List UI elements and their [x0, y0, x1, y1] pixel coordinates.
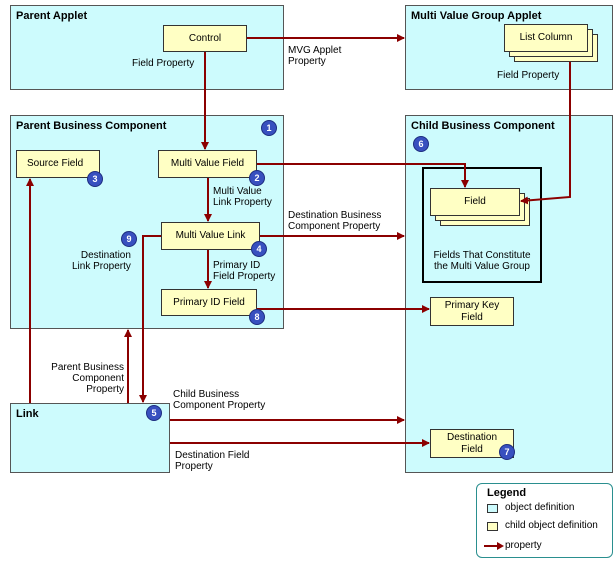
multi-value-field-box: Multi Value Field [158, 150, 257, 178]
primary-key-field-box: Primary Key Field [430, 297, 514, 326]
fields-group-frame [422, 167, 542, 283]
legend-property: property [505, 540, 542, 551]
link-box: Link [10, 403, 170, 473]
child-business-component-box: Child Business Component [405, 115, 613, 473]
parent-business-component-title: Parent Business Component [16, 120, 167, 132]
badge-8: 8 [249, 309, 265, 325]
primary-id-field-box: Primary ID Field [161, 289, 257, 316]
list-column-box: List Column [504, 24, 588, 52]
legend-child-swatch [487, 522, 498, 531]
destination-field-box: Destination Field [430, 429, 514, 458]
legend-child-object-definition: child object definition [505, 520, 598, 531]
badge-6: 6 [413, 136, 429, 152]
mvg-applet-title: Multi Value Group Applet [411, 10, 542, 22]
arrow-mvl-to-link [139, 235, 161, 403]
legend-title: Legend [487, 487, 527, 499]
badge-4: 4 [251, 241, 267, 257]
label-parent-bc-property: Parent Business Component Property [51, 362, 124, 395]
label-fields-constitute: Fields That Constitute the Multi Value G… [433, 250, 531, 272]
badge-3: 3 [87, 171, 103, 187]
label-field-property-right: Field Property [497, 70, 560, 81]
label-destination-bc-property: Destination Business Component Property [288, 210, 382, 232]
control-box: Control [163, 25, 247, 52]
badge-2: 2 [249, 170, 265, 186]
legend-object-swatch [487, 504, 498, 513]
label-destination-field-property: Destination Field Property [175, 450, 250, 472]
arrow-mvf-to-field [257, 163, 469, 188]
badge-5: 5 [146, 405, 162, 421]
label-destination-link-property: Destination Link Property [72, 250, 131, 272]
label-mvg-applet-property: MVG Applet Property [288, 45, 342, 67]
parent-applet-title: Parent Applet [16, 10, 88, 22]
badge-7: 7 [499, 444, 515, 460]
arrow-list-column-to-field [520, 62, 571, 205]
legend-property-arrow [484, 542, 504, 550]
child-business-component-title: Child Business Component [411, 120, 555, 132]
link-title: Link [16, 408, 39, 420]
multi-value-link-box: Multi Value Link [161, 222, 260, 250]
source-field-box: Source Field [16, 150, 100, 178]
legend-object-definition: object definition [505, 502, 575, 513]
badge-9: 9 [121, 231, 137, 247]
legend: Legend object definition child object de… [476, 483, 613, 558]
label-field-property-left: Field Property [132, 58, 195, 69]
badge-1: 1 [261, 120, 277, 136]
field-box: Field [430, 188, 520, 216]
label-primary-id-field-property: Primary ID Field Property [213, 260, 276, 282]
label-child-bc-property: Child Business Component Property [173, 389, 266, 411]
label-multi-value-link-property: Multi Value Link Property [213, 186, 272, 208]
